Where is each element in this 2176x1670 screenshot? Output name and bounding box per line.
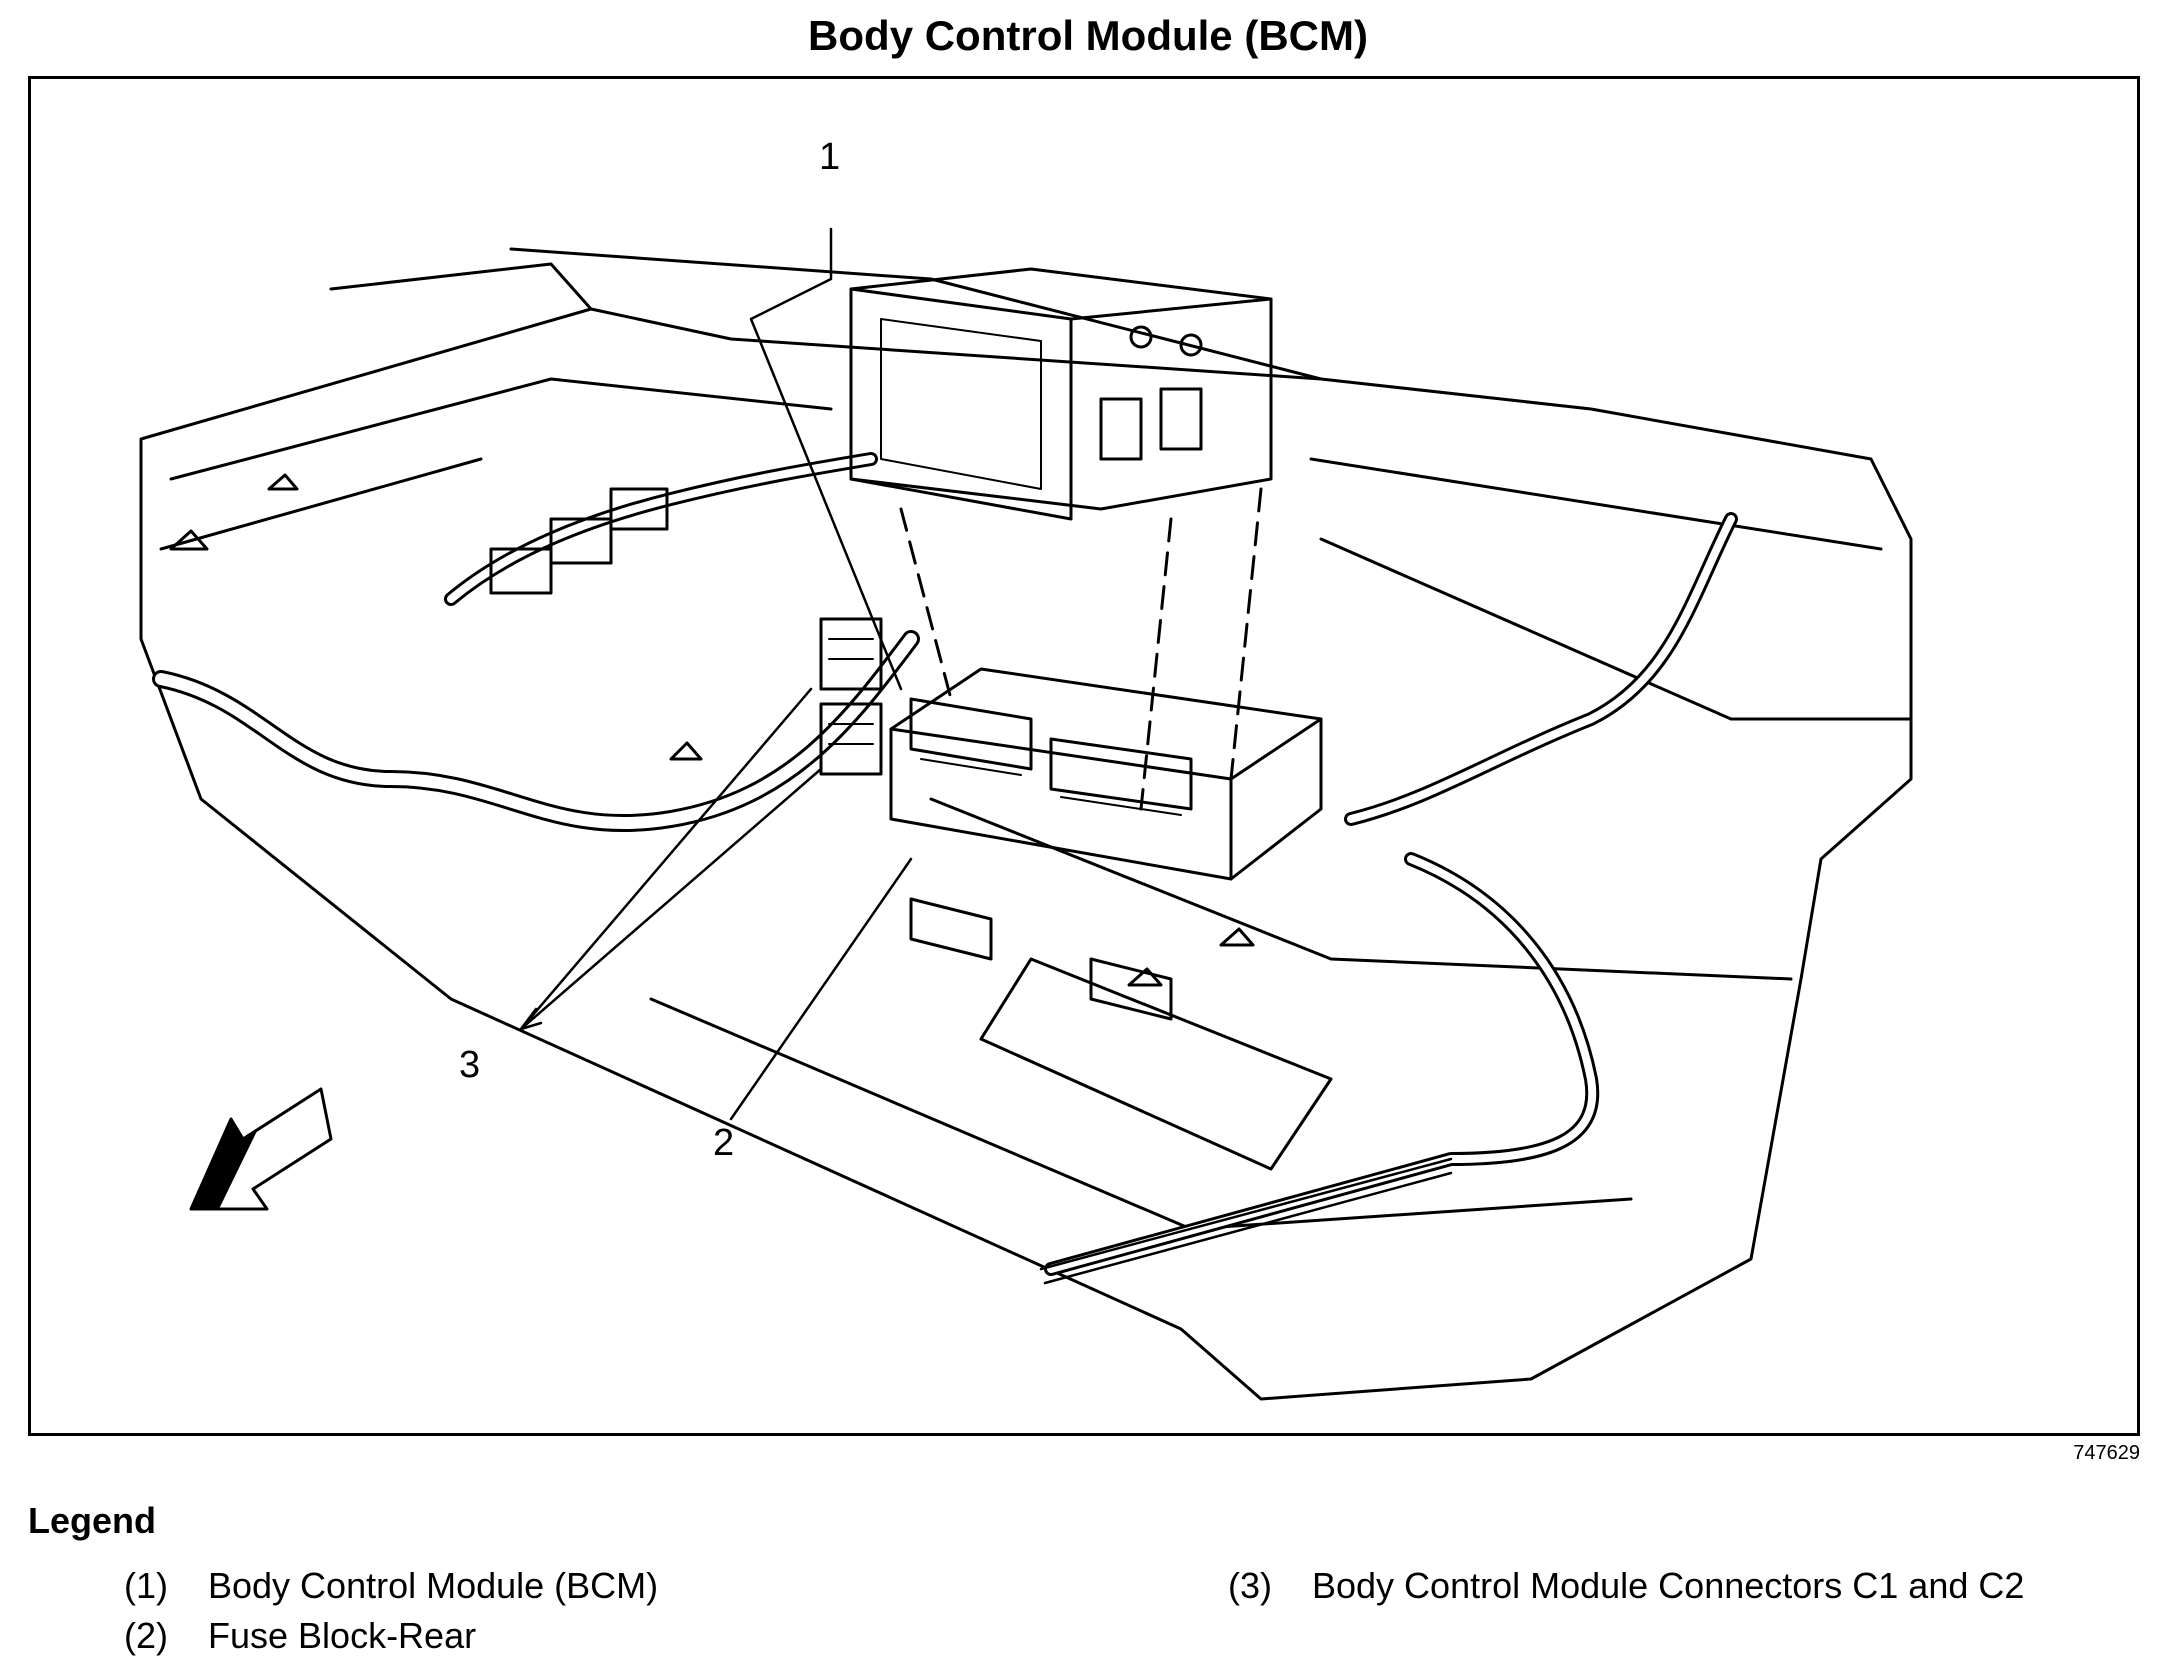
floor-tab [169,529,209,551]
legend-heading: Legend [28,1500,157,1541]
illustration-frame: 1 2 3 [28,76,2140,1436]
alignment-line [899,507,953,701]
fuse-block-ribs [920,758,1182,816]
bcm-socket [1159,387,1203,451]
bcm-mount-hole [1129,325,1153,349]
floor-tab [669,741,703,761]
callout-3: 3 [459,1044,481,1086]
floor-channel [929,797,1793,981]
bcm-edge [1069,297,1273,321]
legend-item-text: Body Control Module Connectors C1 and C2 [1312,1565,2025,1606]
floor-tab [1127,967,1163,987]
alignment-line [1139,517,1173,811]
bcm-mount-hole [1179,333,1203,357]
wiring-harness-lower-inner [1047,855,1597,1273]
legend-item-text: Body Control Module (BCM) [208,1565,659,1606]
wiring-harness-right-inner [1347,515,1735,823]
floor-rib-2 [159,457,483,551]
legend-item-text: Fuse Block-Rear [208,1615,477,1656]
bcm-label-panel [880,318,1042,490]
wiring-harness-inner [155,633,917,829]
diagram-title: Body Control Module (BCM) [808,12,1368,59]
floor-recess [979,957,1333,1171]
callout-2: 2 [713,1122,735,1164]
leader-line-3 [519,687,823,1031]
connector-pins [828,638,874,745]
wiring-harness-right [1344,512,1738,826]
floor-tab [267,473,299,491]
harness-connector [609,487,669,531]
callout-1: 1 [819,136,841,178]
fuse-block-relay [1049,737,1193,811]
fuse-block-top [889,667,1323,781]
leader-line-2 [729,857,913,1121]
bcm-socket [1099,397,1143,461]
legend-item-number: (1) [124,1565,168,1606]
legend-item-2: (2) Fuse Block-Rear [124,1614,476,1658]
fuse-block-side [1229,717,1323,881]
forward-arrow-shadow [191,1119,257,1209]
fuse-block-foot [909,897,993,961]
legend-item-number: (2) [124,1615,168,1656]
figure-id: 747629 [2073,1442,2140,1464]
floor-rib [169,377,833,481]
bcm-connector-c1 [819,617,883,691]
harness-connector [489,547,553,595]
fuse-block-cover [909,697,1033,771]
bcm-face [849,287,1073,521]
rear-rail [1039,1157,1453,1285]
floor-channel-2 [649,997,1633,1231]
alignment-line [1229,487,1263,781]
legend-item-number: (3) [1228,1565,1272,1606]
harness-connector [549,517,613,565]
vehicle-floor-illustration [139,227,1913,1401]
floor-pan-outline [139,307,1913,1401]
leader-line-1 [749,227,903,691]
floor-rib-4 [1319,537,1913,721]
bcm-connector-c2 [819,702,883,776]
legend-item-1: (1) Body Control Module (BCM) [124,1564,658,1608]
floor-rib-3 [1309,457,1883,551]
fuse-block-foot [1089,957,1173,1021]
floor-rail-left [329,262,593,311]
fuse-block-front [889,727,1233,881]
legend-item-3: (3) Body Control Module Connectors C1 and… [1228,1564,2024,1608]
floor-tab [1219,927,1255,947]
leader-arrowhead [519,1007,543,1031]
floor-rail-top [509,247,1323,381]
